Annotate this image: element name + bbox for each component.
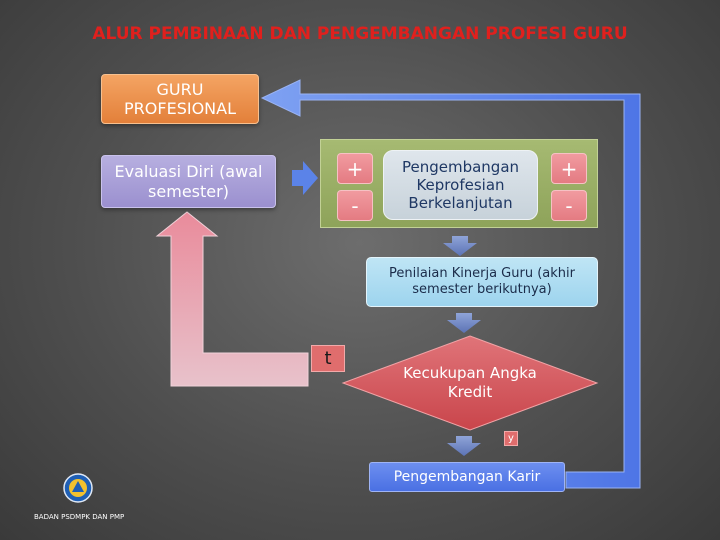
penilaian-kinerja-box: Penilaian Kinerja Guru (akhir semester b…	[366, 257, 598, 307]
diagram-title: ALUR PEMBINAAN DAN PENGEMBANGAN PROFESI …	[92, 24, 628, 44]
down-arrow-kecukupan	[447, 436, 481, 456]
minus-sign-left: -	[337, 190, 373, 221]
guru-profesional-box: GURU PROFESIONAL	[101, 74, 259, 124]
decision-diamond	[341, 335, 599, 431]
branch-y-label: y	[504, 431, 518, 446]
kecukupan-angka-kredit-label: Kecukupan Angka Kredit	[403, 363, 537, 402]
pengembangan-karir-box: Pengembangan Karir	[369, 462, 565, 492]
plus-sign-left: +	[337, 153, 373, 184]
pkb-box: Pengembangan Keprofesian Berkelanjutan	[383, 150, 538, 220]
blue-loop-arrow	[260, 79, 641, 489]
logo-seal	[63, 473, 93, 503]
right-arrow-evaluasi	[292, 161, 318, 195]
minus-sign-right: -	[551, 190, 587, 221]
down-arrow-penilaian	[447, 313, 481, 333]
footer-text: BADAN PSDMPK DAN PMP	[34, 513, 125, 521]
down-arrow-pkb	[443, 236, 477, 256]
evaluasi-diri-box: Evaluasi Diri (awal semester)	[101, 155, 276, 208]
branch-t-label: t	[311, 345, 345, 372]
pink-loop-arrow	[155, 211, 309, 387]
plus-sign-right: +	[551, 153, 587, 184]
